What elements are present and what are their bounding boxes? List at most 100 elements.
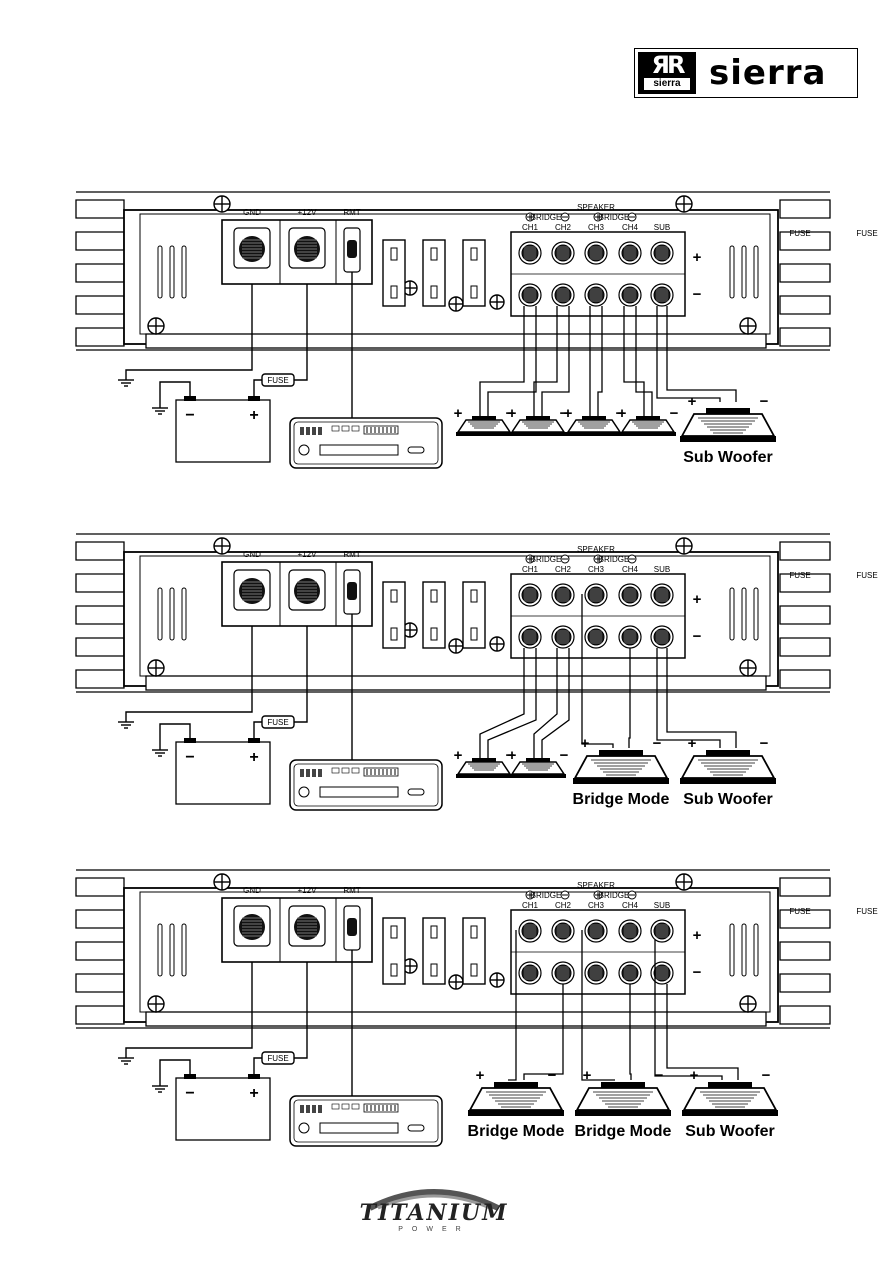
speaker-minus: − <box>548 1067 557 1084</box>
vent-slot <box>169 587 175 641</box>
rmt-label: RMT <box>343 886 360 895</box>
speaker-plus: + <box>508 405 517 422</box>
speaker-plus: + <box>508 747 517 764</box>
battery-minus: − <box>185 749 194 766</box>
heatsink-fin-left <box>75 327 125 347</box>
speaker-label-2: Sub Woofer <box>685 1123 774 1140</box>
heatsink-fin-right <box>779 605 831 625</box>
heatsink-fin-right <box>779 573 831 593</box>
amplifier-base <box>145 675 767 691</box>
battery-minus: − <box>185 407 194 424</box>
heatsink-fin-left <box>75 605 125 625</box>
speaker-plus: + <box>688 735 697 752</box>
speaker-minus: − <box>506 405 515 422</box>
speaker-minus: − <box>760 735 769 752</box>
block-minus-sign: − <box>693 964 702 981</box>
battery-icon <box>175 1077 271 1141</box>
heatsink-fin-left <box>75 263 125 283</box>
fuse-icon <box>422 239 446 307</box>
speaker-label-4: Sub Woofer <box>683 449 772 466</box>
battery-icon <box>175 399 271 463</box>
battery-minus: − <box>185 1085 194 1102</box>
channel-label-sub: SUB <box>654 565 670 574</box>
vent-slot <box>169 923 175 977</box>
head-unit <box>289 417 443 469</box>
speaker-plus: + <box>564 405 573 422</box>
block-plus-sign: + <box>693 927 702 944</box>
vent-slot <box>181 587 187 641</box>
amplifier-base <box>145 1011 767 1027</box>
heatsink-fin-left <box>75 199 125 219</box>
heatsink-fin-right <box>779 327 831 347</box>
battery-plus: + <box>249 749 258 766</box>
block-minus-sign: − <box>693 628 702 645</box>
brand-mark-glyph: ЯR <box>651 51 686 79</box>
speaker-minus: − <box>760 393 769 410</box>
vent-slot <box>181 923 187 977</box>
gnd-label: GND <box>243 886 261 895</box>
speaker-label: SPEAKER <box>577 545 615 554</box>
heatsink-fin-right <box>779 877 831 897</box>
heatsink-fin-left <box>75 541 125 561</box>
speaker-label-2: Bridge Mode <box>573 791 670 808</box>
heatsink-fin-right <box>779 541 831 561</box>
heatsink-fin-left <box>75 877 125 897</box>
fuse-label: FUSE <box>856 229 877 238</box>
fuse-icon <box>382 581 406 649</box>
speaker-plus: + <box>688 393 697 410</box>
channel-label-ch3: CH3 <box>588 223 605 232</box>
heatsink-fin-left <box>75 573 125 593</box>
speaker-plus: + <box>454 405 463 422</box>
power-12v-label: +12V <box>298 886 318 895</box>
speaker-label: SPEAKER <box>577 881 615 890</box>
channel-label-ch3: CH3 <box>588 565 605 574</box>
brand-logo: ЯR sierra sierra <box>634 48 858 98</box>
speaker-minus: − <box>506 747 515 764</box>
power-12v-label: +12V <box>298 550 318 559</box>
block-plus-sign: + <box>693 591 702 608</box>
vent-slot <box>157 245 163 299</box>
bridge-label-2: BRIDGE <box>599 891 630 900</box>
channel-label-ch1: CH1 <box>522 901 539 910</box>
vent-slot <box>729 923 735 977</box>
power-wiring <box>118 272 353 418</box>
channel-label-ch4: CH4 <box>622 901 639 910</box>
speaker-minus: − <box>670 405 679 422</box>
fuse-icon <box>422 581 446 649</box>
channel-label-ch3: CH3 <box>588 901 605 910</box>
heatsink-fin-left <box>75 637 125 657</box>
speaker-minus: − <box>560 747 569 764</box>
vent-slot <box>181 245 187 299</box>
fuse-icon <box>382 917 406 985</box>
channel-label-ch2: CH2 <box>555 223 572 232</box>
channel-label-ch1: CH1 <box>522 223 539 232</box>
speaker-label-3: Sub Woofer <box>683 791 772 808</box>
vent-slot <box>729 587 735 641</box>
vent-slot <box>729 245 735 299</box>
fuse-label: FUSE <box>856 907 877 916</box>
channel-label-sub: SUB <box>654 901 670 910</box>
fuse-icon <box>462 917 486 985</box>
heatsink-fin-left <box>75 909 125 929</box>
speaker-minus: − <box>560 405 569 422</box>
battery-plus: + <box>249 407 258 424</box>
amplifier-base <box>145 333 767 349</box>
heatsink-fin-left <box>75 973 125 993</box>
bridge-label-2: BRIDGE <box>599 555 630 564</box>
channel-label-ch4: CH4 <box>622 565 639 574</box>
footer-logo-subtext: POWER <box>398 1226 470 1233</box>
footer-logo-text: TITANIUM <box>359 1200 509 1226</box>
speaker-wiring <box>479 594 737 760</box>
vent-slot <box>741 245 747 299</box>
speaker-wiring <box>508 930 739 1081</box>
wiring-diagram-3: GND+12VRMTFUSEFUSEFUSESPEAKERBRIDGEBRIDG… <box>75 869 878 1147</box>
fuse-icon <box>462 581 486 649</box>
heatsink-fin-right <box>779 199 831 219</box>
heatsink-fin-right <box>779 263 831 283</box>
heatsink-fin-right <box>779 909 831 929</box>
power-wiring <box>118 614 353 760</box>
brand-logo-text: sierra <box>709 53 827 93</box>
vent-slot <box>157 923 163 977</box>
channel-label-ch1: CH1 <box>522 565 539 574</box>
